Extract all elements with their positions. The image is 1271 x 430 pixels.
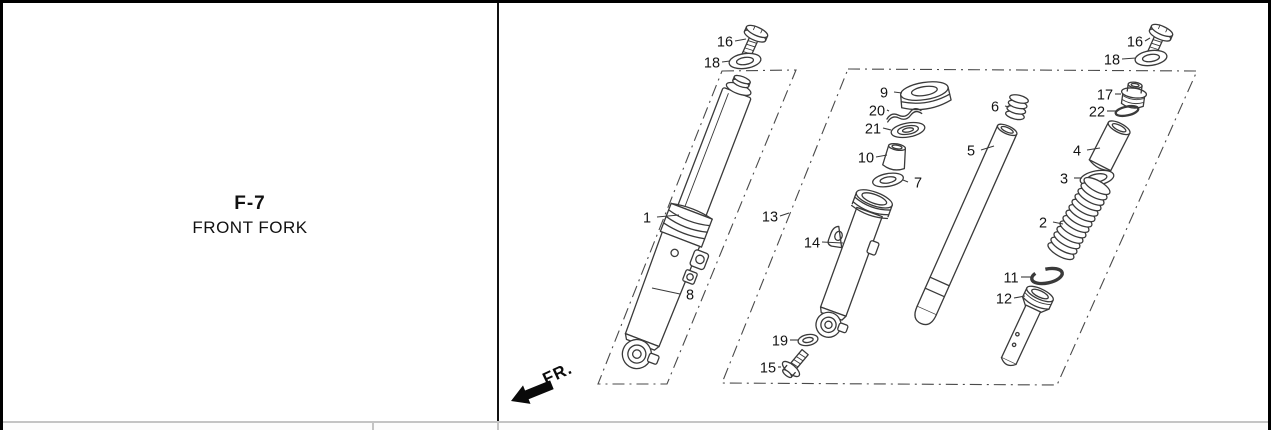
leader-line-10 — [875, 154, 888, 158]
section-title-panel: F-7 FRONT FORK — [3, 0, 497, 421]
part-22-o-ring-drawing — [1114, 104, 1140, 118]
leader-line-8 — [651, 287, 681, 295]
table-cell-divider — [372, 423, 374, 430]
leader-line-12 — [1013, 295, 1026, 299]
leader-line-20 — [886, 109, 890, 112]
frame-border-top — [0, 0, 1271, 3]
part-label-16-left[interactable]: 16 — [717, 35, 733, 51]
part-17-cap-bolt-drawing — [1120, 81, 1148, 109]
leader-line-7 — [902, 179, 909, 183]
part-label-6[interactable]: 6 — [991, 100, 999, 116]
part-11-snap-ring-drawing — [1030, 266, 1064, 286]
section-code: F-7 — [234, 193, 266, 214]
part-4-pipe-drawing — [1088, 120, 1131, 172]
leader-line-2 — [1052, 221, 1064, 225]
leader-line-16-right — [1144, 37, 1151, 42]
part-label-11[interactable]: 11 — [1003, 271, 1018, 287]
part-label-8[interactable]: 8 — [686, 288, 694, 304]
part-label-7[interactable]: 7 — [914, 176, 922, 192]
leader-line-21 — [882, 127, 892, 131]
part-label-16-right[interactable]: 16 — [1127, 35, 1143, 51]
leader-line-9 — [893, 91, 903, 94]
part-label-17[interactable]: 17 — [1097, 88, 1113, 104]
fr-direction-label: FR. — [540, 359, 576, 389]
leader-line-4 — [1086, 147, 1101, 151]
leader-line-5 — [980, 145, 995, 151]
table-cell-divider — [497, 423, 499, 430]
leader-line-13 — [779, 212, 790, 217]
parts-table-top-edge — [2, 421, 1269, 430]
part-14-bottom-case-drawing — [815, 189, 893, 338]
leader-line-18-right — [1121, 57, 1137, 60]
title-block: F-7 FRONT FORK — [3, 193, 497, 238]
part-label-20[interactable]: 20 — [869, 104, 885, 120]
leader-line-18-left — [721, 60, 731, 63]
part-label-9[interactable]: 9 — [880, 86, 888, 102]
part-label-10[interactable]: 10 — [858, 151, 874, 167]
part-12-piston-drawing — [1000, 285, 1054, 367]
part-21-washer-drawing — [890, 121, 926, 139]
part-18-left-washer-drawing — [727, 50, 763, 72]
part-2-spring-drawing — [1047, 176, 1111, 261]
assembly-box-left — [597, 69, 797, 385]
part-label-2[interactable]: 2 — [1039, 216, 1047, 232]
part-label-18-left[interactable]: 18 — [704, 56, 720, 72]
fr-direction-arrow — [511, 380, 554, 404]
part-18-right-washer-drawing — [1133, 47, 1169, 69]
leader-line-1 — [656, 214, 680, 218]
part-label-3[interactable]: 3 — [1060, 172, 1068, 188]
part-10-piece-drawing — [882, 142, 907, 171]
part-label-4[interactable]: 4 — [1073, 144, 1081, 160]
part-label-1[interactable]: 1 — [643, 211, 651, 227]
part-6-spring-drawing — [1005, 94, 1029, 121]
part-label-22[interactable]: 22 — [1089, 105, 1105, 121]
part-label-13[interactable]: 13 — [762, 210, 778, 226]
part-5-pipe-drawing — [914, 123, 1018, 326]
part-label-18-right[interactable]: 18 — [1104, 53, 1120, 69]
leader-line-6 — [1004, 105, 1010, 108]
leader-line-16-left — [734, 38, 747, 42]
part-15-bolt-drawing — [781, 348, 809, 379]
page-title: FRONT FORK — [192, 218, 308, 237]
part-7-washer-drawing — [872, 172, 904, 188]
part-label-15[interactable]: 15 — [760, 361, 776, 377]
frame-border-right — [1268, 0, 1271, 430]
part-label-19[interactable]: 19 — [772, 334, 788, 350]
part-label-12[interactable]: 12 — [996, 292, 1012, 308]
leader-line-14 — [821, 241, 844, 244]
part-9-cap-drawing — [899, 81, 952, 111]
part-label-14[interactable]: 14 — [804, 236, 820, 252]
frame-border-left — [0, 0, 3, 430]
part-label-5[interactable]: 5 — [967, 144, 975, 160]
part-20-ring-drawing — [886, 107, 923, 123]
part-19-washer-drawing — [797, 333, 819, 347]
part-label-21[interactable]: 21 — [865, 122, 881, 138]
part-1-8-fork-leg-drawing — [621, 74, 752, 370]
panel-divider — [497, 3, 499, 421]
